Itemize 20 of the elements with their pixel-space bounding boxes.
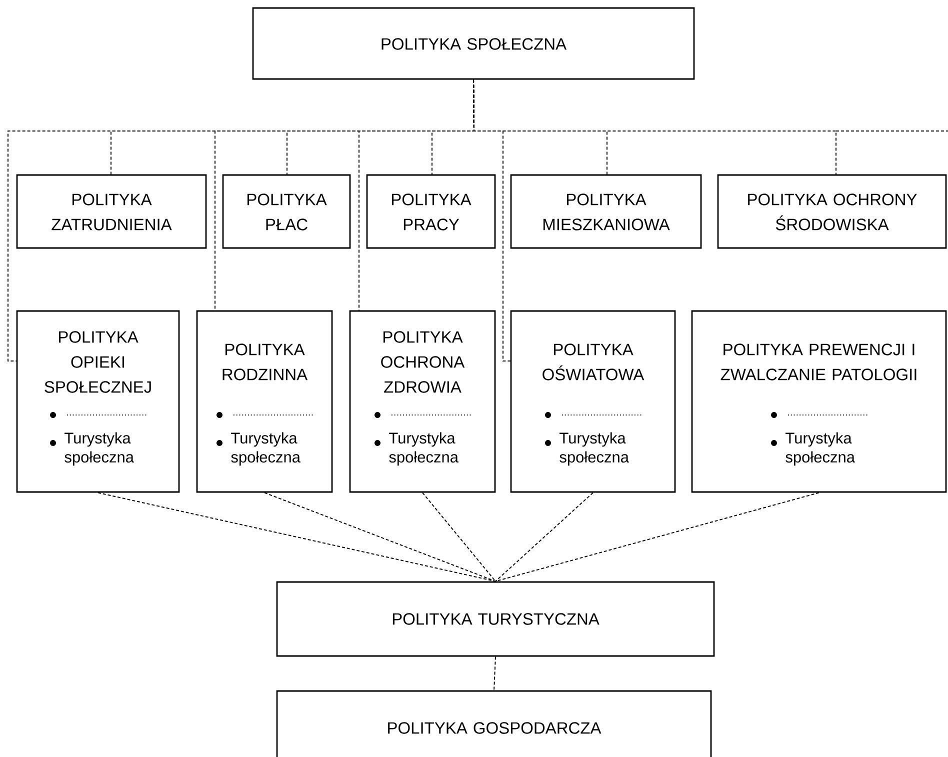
policy-box: POLITYKA OCHRONY ŚRODOWISKA xyxy=(717,174,947,249)
policy-box: POLITYKA ZATRUDNIENIA xyxy=(16,174,207,249)
policy-box: POLITYKA PREWENCJI I ZWALCZANIE PATOLOGII Turystyka społeczna xyxy=(691,310,947,493)
policy-box: POLITYKA MIESZKANIOWA xyxy=(510,174,702,249)
connector-line xyxy=(98,492,496,582)
connector-line xyxy=(264,492,496,582)
connector-line xyxy=(422,492,496,582)
policy-box: POLITYKA SPOŁECZNA xyxy=(252,7,695,80)
connector-line xyxy=(495,492,594,582)
policy-box: POLITYKA OPIEKI SPOŁECZNEJ Turystyka społeczna xyxy=(16,310,180,493)
policy-box: POLITYKA OŚWIATOWA Turystyka społeczna xyxy=(510,310,676,493)
policy-box: POLITYKA PRACY xyxy=(366,174,496,249)
policy-box: POLITYKA OCHRONA ZDROWIA Turystyka społeczna xyxy=(349,310,496,493)
policy-box: POLITYKA PŁAC xyxy=(222,174,351,249)
connector-line xyxy=(495,492,820,582)
connector-line xyxy=(494,656,496,691)
policy-box: POLITYKA TURYSTYCZNA xyxy=(276,581,715,657)
policy-box: POLITYKA GOSPODARCZA xyxy=(276,690,712,757)
connector-line xyxy=(473,79,512,362)
policy-box: POLITYKA RODZINNA Turystyka społeczna xyxy=(196,310,333,493)
